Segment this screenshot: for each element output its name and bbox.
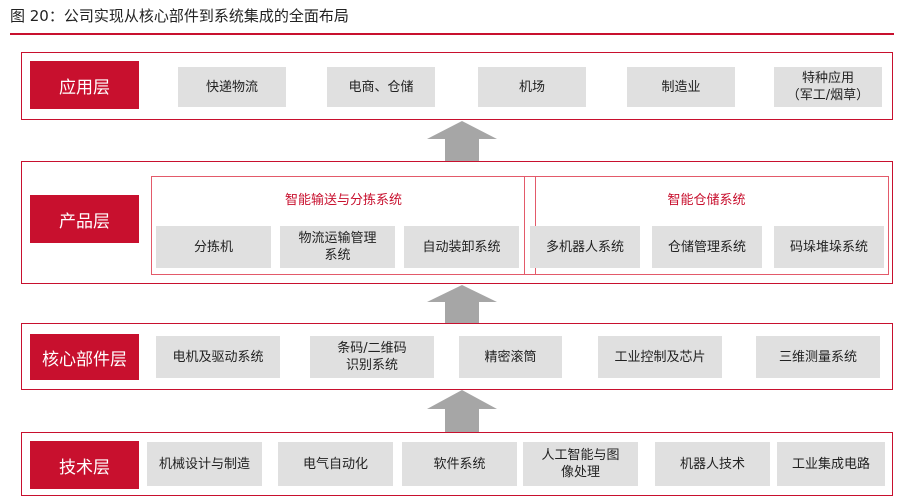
- application-layer: 应用层 快递物流 电商、仓储 机场 制造业 特种应用 （军工/烟草）: [21, 52, 893, 120]
- arrow-up-1: [427, 121, 497, 161]
- arrow-up-3: [427, 390, 497, 432]
- figure-title: 图 20：公司实现从核心部件到系统集成的全面布局: [10, 7, 349, 25]
- tech-item-industrial-ic: 工业集成电路: [777, 442, 885, 486]
- product-item-palletizing: 码垛堆垛系统: [774, 226, 884, 268]
- product-item-auto-loading: 自动装卸系统: [404, 226, 519, 268]
- tech-item-mechanical-design: 机械设计与制造: [147, 442, 262, 486]
- tech-item-software-system: 软件系统: [402, 442, 517, 486]
- arrow-up-2: [427, 285, 497, 323]
- tech-layer: 技术层 机械设计与制造 电气自动化 软件系统 人工智能与图 像处理 机器人技术 …: [21, 432, 893, 496]
- product-item-warehouse-management: 仓储管理系统: [652, 226, 762, 268]
- product-item-sorter: 分拣机: [156, 226, 271, 268]
- group-smart-warehousing: 智能仓储系统 多机器人系统 仓储管理系统 码垛堆垛系统: [524, 176, 889, 275]
- tech-item-electrical-automation: 电气自动化: [278, 442, 393, 486]
- product-layer-label: 产品层: [30, 195, 139, 243]
- product-item-multi-robot: 多机器人系统: [530, 226, 640, 268]
- application-item-special: 特种应用 （军工/烟草）: [774, 67, 882, 107]
- core-layer-label: 核心部件层: [30, 334, 139, 380]
- core-item-industrial-control-chip: 工业控制及芯片: [598, 336, 722, 378]
- product-item-logistics-management: 物流运输管理 系统: [280, 226, 395, 268]
- tech-layer-label: 技术层: [30, 441, 139, 489]
- application-item-ecommerce-warehousing: 电商、仓储: [327, 67, 435, 107]
- core-item-barcode-recognition: 条码/二维码 识别系统: [310, 336, 434, 378]
- core-item-precision-roller: 精密滚筒: [459, 336, 562, 378]
- group-smart-warehousing-title: 智能仓储系统: [667, 193, 746, 208]
- tech-item-robotics: 机器人技术: [655, 442, 770, 486]
- application-item-manufacturing: 制造业: [627, 67, 735, 107]
- application-layer-label: 应用层: [30, 61, 139, 109]
- core-layer: 核心部件层 电机及驱动系统 条码/二维码 识别系统 精密滚筒 工业控制及芯片 三…: [21, 323, 893, 390]
- product-layer: 产品层 智能输送与分拣系统 分拣机 物流运输管理 系统 自动装卸系统 智能仓储系…: [21, 161, 893, 284]
- application-item-express-logistics: 快递物流: [178, 67, 286, 107]
- group-conveying-sorting: 智能输送与分拣系统 分拣机 物流运输管理 系统 自动装卸系统: [151, 176, 536, 275]
- title-rule: [10, 33, 894, 35]
- group-conveying-sorting-title: 智能输送与分拣系统: [284, 193, 402, 208]
- tech-item-ai-image-processing: 人工智能与图 像处理: [523, 442, 638, 486]
- core-item-3d-measurement: 三维测量系统: [756, 336, 880, 378]
- application-item-airport: 机场: [478, 67, 586, 107]
- core-item-motor-drive: 电机及驱动系统: [156, 336, 280, 378]
